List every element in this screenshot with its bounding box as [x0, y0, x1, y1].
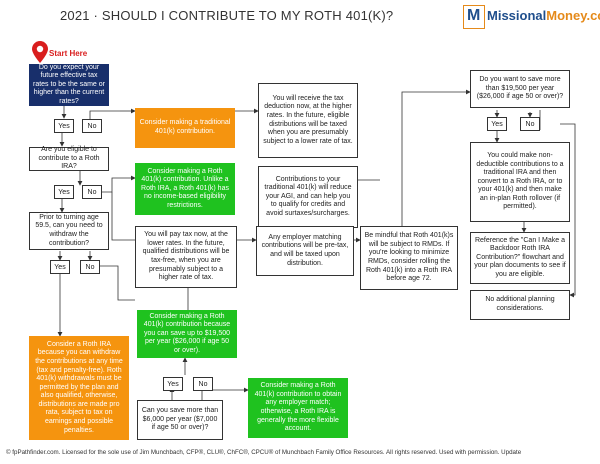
pay-tax-now-lower-rates: You will pay tax now, at the lower rates…	[135, 226, 237, 288]
no-button-save-19500[interactable]: No	[520, 117, 540, 131]
missional-money-logo: M MissionalMoney.com	[463, 5, 600, 29]
consider-roth-401k-save-more: Consider making a Roth 401(k) contributi…	[137, 310, 237, 358]
question-save-more-6000: Can you save more than $6,000 per year (…	[137, 400, 223, 440]
yes-button-withdraw[interactable]: Yes	[50, 260, 70, 274]
start-pin-icon	[32, 41, 48, 63]
logo-mark: M	[463, 5, 485, 29]
question-tax-rates: Do you expect your future effective tax …	[29, 64, 109, 106]
roth-401k-rmds-note: Be mindful that Roth 401(k)s will be sub…	[360, 226, 458, 290]
question-roth-ira-eligible: Are you eligible to contribute to a Roth…	[29, 146, 109, 171]
no-button-roth-ira[interactable]: No	[82, 185, 102, 199]
page-title: 2021 · SHOULD I CONTRIBUTE TO MY ROTH 40…	[60, 8, 394, 23]
question-save-more-19500: Do you want to save more than $19,500 pe…	[470, 70, 570, 108]
footer-copyright: © fpPathfinder.com. Licensed for the sol…	[6, 449, 522, 456]
yes-button-roth-ira[interactable]: Yes	[54, 185, 74, 199]
consider-roth-401k-no-income-limits: Consider making a Roth 401(k) contributi…	[135, 163, 235, 215]
consider-traditional-401k: Consider making a traditional 401(k) con…	[135, 108, 235, 148]
question-withdraw-before-59: Prior to turning age 59.5, can you need …	[29, 212, 109, 250]
start-here-label: Start Here	[49, 49, 88, 58]
contributions-reduce-agi: Contributions to your traditional 401(k)…	[258, 166, 358, 228]
logo-wordmark-part2: Money.com	[546, 8, 600, 23]
yes-button-save-6000[interactable]: Yes	[163, 377, 183, 391]
yes-button-save-19500[interactable]: Yes	[487, 117, 507, 131]
non-deductible-conversion: You could make non-deductible contributi…	[470, 142, 570, 222]
logo-wordmark-part1: Missional	[487, 8, 547, 23]
logo-wordmark: MissionalMoney.com	[487, 8, 600, 23]
no-button-withdraw[interactable]: No	[80, 260, 100, 274]
receive-deduction-now: You will receive the tax deduction now, …	[258, 83, 358, 158]
no-additional-planning: No additional planning considerations.	[470, 290, 570, 320]
consider-roth-401k-employer-match: Consider making a Roth 401(k) contributi…	[248, 378, 348, 438]
employer-match-pretax: Any employer matching contributions will…	[256, 226, 354, 276]
no-button-save-6000[interactable]: No	[193, 377, 213, 391]
yes-button-tax-rates[interactable]: Yes	[54, 119, 74, 133]
consider-roth-ira-withdrawals: Consider a Roth IRA because you can with…	[29, 336, 129, 440]
logo-letter: M	[467, 7, 481, 24]
no-button-tax-rates[interactable]: No	[82, 119, 102, 133]
backdoor-roth-reference: Reference the "Can I Make a Backdoor Rot…	[470, 232, 570, 284]
